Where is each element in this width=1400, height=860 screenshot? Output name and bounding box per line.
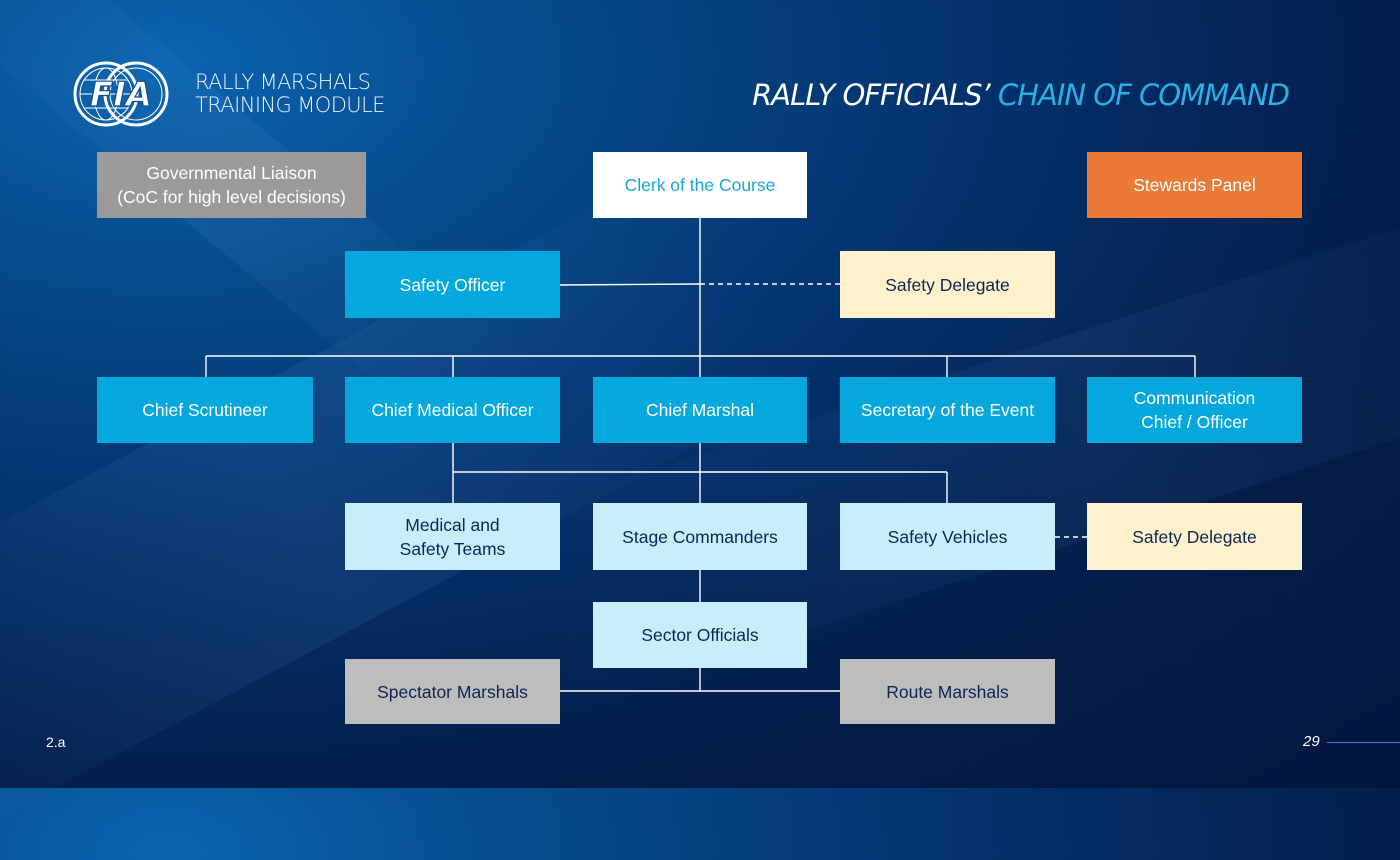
route-marshals-label: Route Marshals	[886, 681, 1009, 702]
safety-vehicles-label: Safety Vehicles	[887, 526, 1008, 547]
sector-officials-label: Sector Officials	[641, 625, 759, 645]
stewards-panel-box: Stewards Panel	[1087, 152, 1302, 218]
chief-marshal-label: Chief Marshal	[646, 400, 754, 420]
module-title-line1: RALLY MARSHALS	[195, 70, 371, 94]
governmental-liaison-label: Governmental Liaison (CoC for high level…	[117, 163, 346, 207]
route-marshals-box: Route Marshals	[840, 659, 1055, 724]
safety-delegate-top-box: Safety Delegate	[840, 251, 1055, 318]
slide-title-part1: RALLY OFFICIALS’	[752, 78, 991, 112]
secretary-event-box: Secretary of the Event	[840, 377, 1055, 443]
slide-title: RALLY OFFICIALS’ CHAIN OF COMMAND	[752, 78, 1290, 112]
page-number-rule	[1327, 742, 1400, 743]
secretary-event-label: Secretary of the Event	[860, 400, 1035, 420]
safety-officer-box: Safety Officer	[345, 251, 560, 318]
safety-delegate-bottom-label: Safety Delegate	[1132, 526, 1257, 547]
chief-marshal-box: Chief Marshal	[593, 377, 807, 443]
stewards-panel-label: Stewards Panel	[1133, 175, 1256, 195]
communication-chief-label: Communication Chief / Officer	[1133, 388, 1256, 432]
governmental-liaison-box: Governmental Liaison (CoC for high level…	[97, 152, 366, 218]
section-code: 2.a	[46, 734, 66, 750]
chief-scrutineer-box: Chief Scrutineer	[97, 377, 313, 443]
org-chart-connectors	[0, 0, 1400, 788]
stage-commanders-label: Stage Commanders	[622, 526, 778, 547]
fia-logo: FIA	[73, 61, 169, 127]
safety-officer-label: Safety Officer	[399, 274, 506, 295]
medical-safety-teams-box: Medical and Safety Teams	[345, 503, 560, 570]
page-number: 29	[1303, 733, 1320, 750]
sector-officials-box: Sector Officials	[593, 602, 807, 668]
spectator-marshals-box: Spectator Marshals	[345, 659, 560, 724]
chief-scrutineer-label: Chief Scrutineer	[142, 400, 268, 420]
slide-title-part2: CHAIN OF COMMAND	[997, 78, 1290, 112]
clerk-of-course-label: Clerk of the Course	[624, 175, 776, 195]
module-title: RALLY MARSHALS TRAINING MODULE	[195, 71, 385, 117]
safety-delegate-top-label: Safety Delegate	[885, 274, 1010, 295]
chief-medical-officer-box: Chief Medical Officer	[345, 377, 560, 443]
safety-vehicles-box: Safety Vehicles	[840, 503, 1055, 570]
module-title-line2: TRAINING MODULE	[195, 93, 385, 117]
safety-delegate-bottom-box: Safety Delegate	[1087, 503, 1302, 570]
medical-safety-teams-label: Medical and Safety Teams	[399, 514, 506, 559]
stage-commanders-box: Stage Commanders	[593, 503, 807, 570]
logo-text: FIA	[90, 75, 152, 115]
chief-medical-officer-label: Chief Medical Officer	[371, 400, 534, 420]
connector-safety-officer	[559, 283, 701, 286]
clerk-of-course-box: Clerk of the Course	[593, 152, 807, 218]
spectator-marshals-label: Spectator Marshals	[377, 681, 528, 702]
communication-chief-box: Communication Chief / Officer	[1087, 377, 1302, 443]
